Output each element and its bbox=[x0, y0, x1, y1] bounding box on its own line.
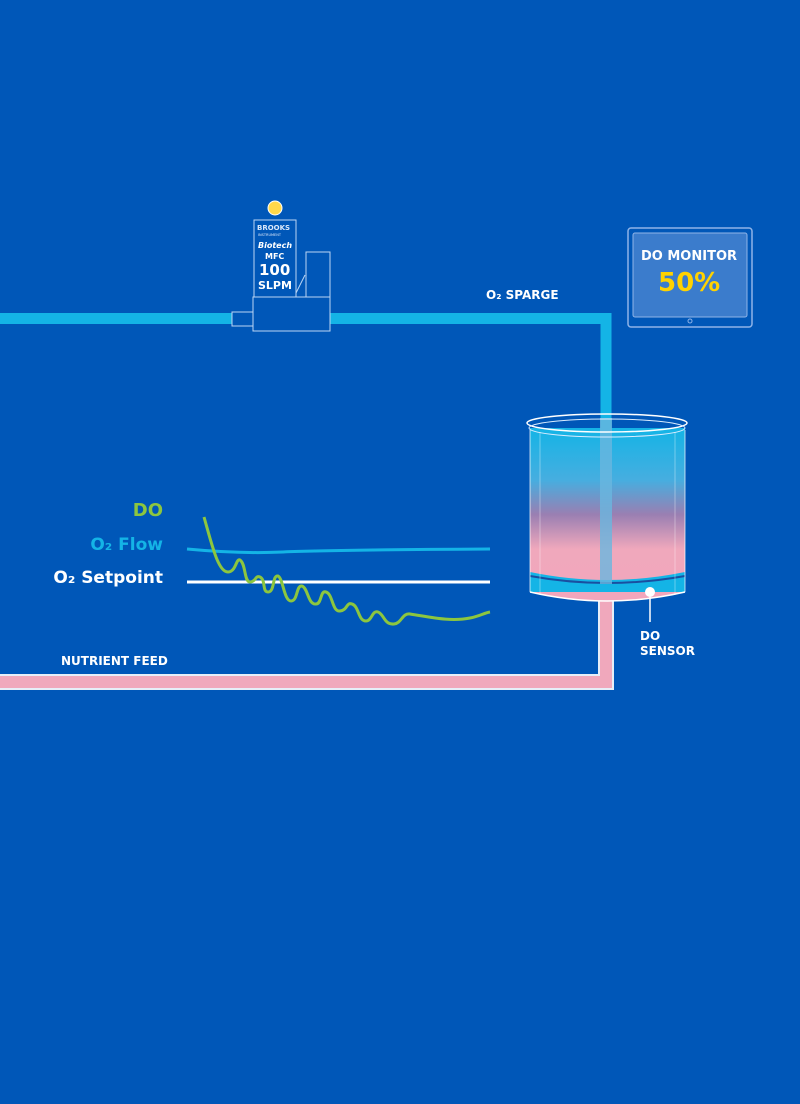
sparge-label: O₂ SPARGE bbox=[486, 288, 559, 302]
bioreactor-vessel bbox=[526, 413, 688, 622]
monitor-value: 50% bbox=[658, 268, 721, 298]
mfc-capacity: 100 bbox=[259, 261, 291, 279]
mfc-line: Biotech bbox=[258, 241, 293, 250]
monitor-title: DO MONITOR bbox=[641, 249, 738, 264]
legend-o2-flow: O₂ Flow bbox=[90, 535, 163, 555]
mfc-unit: SLPM bbox=[258, 279, 292, 292]
do-monitor bbox=[627, 227, 753, 328]
do-sensor-icon bbox=[645, 587, 655, 597]
mfc-brand-sub: INSTRUMENT bbox=[258, 233, 281, 237]
legend-o2-setpoint: O₂ Setpoint bbox=[53, 568, 163, 588]
o2-flow-line bbox=[186, 547, 491, 555]
feed-label: NUTRIENT FEED bbox=[61, 654, 168, 668]
mfc-brand: BROOKS bbox=[257, 224, 291, 232]
status-light-icon bbox=[267, 200, 283, 216]
sensor-label-1: DO bbox=[640, 629, 661, 643]
o2-pipe-inlet bbox=[0, 313, 232, 324]
nutrient-feed-pipe bbox=[0, 600, 614, 690]
sensor-label-2: SENSOR bbox=[640, 644, 695, 658]
legend-do: DO bbox=[132, 500, 163, 521]
do-line bbox=[202, 516, 491, 626]
mfc-type: MFC bbox=[265, 252, 285, 261]
mass-flow-controller bbox=[231, 200, 331, 332]
